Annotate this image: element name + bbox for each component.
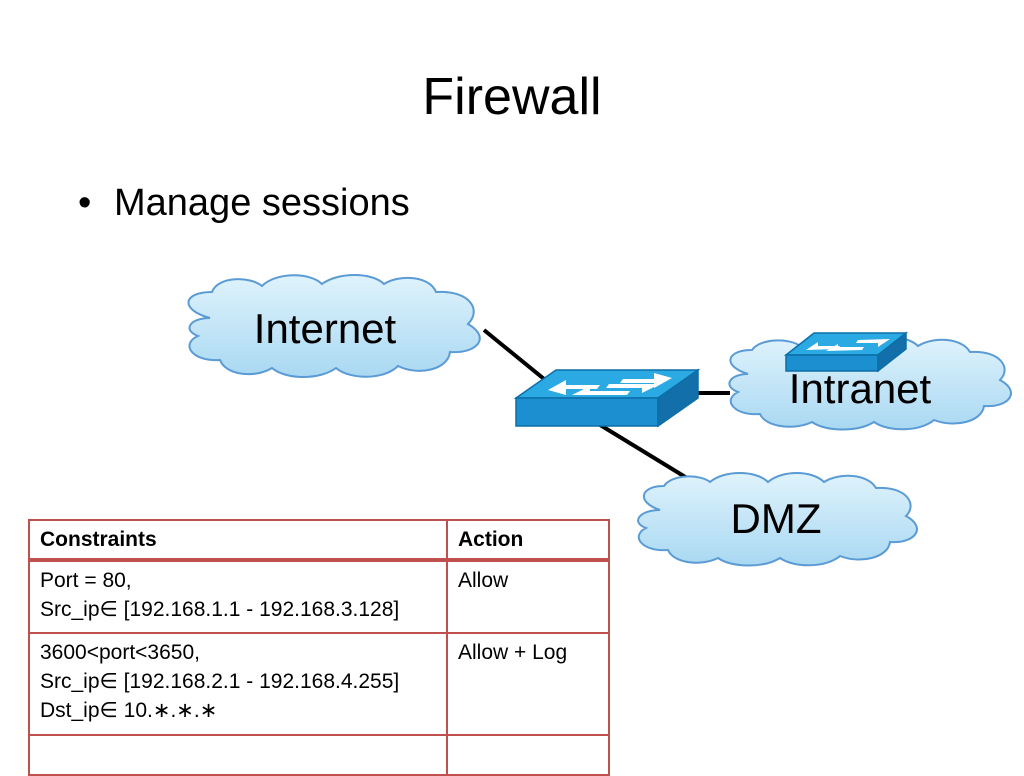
action-cell <box>446 734 610 776</box>
table-row: 3600<port<3650, Src_ip∈ [192.168.2.1 - 1… <box>28 632 610 736</box>
dmz-label: DMZ <box>731 495 822 542</box>
constraints-cell <box>28 734 448 776</box>
bullet-text: Manage sessions <box>114 182 410 224</box>
firewall-switch-icon <box>513 368 701 428</box>
bullet-dot: • <box>78 182 92 224</box>
constraint-line: Src_ip∈ [192.168.2.1 - 192.168.4.255] <box>40 670 400 693</box>
constraints-cell: Port = 80, Src_ip∈ [192.168.1.1 - 192.16… <box>28 559 448 634</box>
intranet-label: Intranet <box>789 365 932 412</box>
internet-label: Internet <box>254 305 397 352</box>
dmz-cloud: DMZ <box>637 472 918 567</box>
action-cell: Allow + Log <box>446 632 610 736</box>
slide-title: Firewall <box>422 68 602 126</box>
action-cell: Allow <box>446 559 610 634</box>
constraint-line: Src_ip∈ [192.168.1.1 - 192.168.3.128] <box>40 598 400 621</box>
bullet-item: • Manage sessions <box>78 178 410 228</box>
constraint-line: 3600<port<3650, <box>40 641 200 664</box>
constraints-cell: 3600<port<3650, Src_ip∈ [192.168.2.1 - 1… <box>28 632 448 736</box>
intranet-switch-icon <box>783 331 909 373</box>
table-row <box>28 734 610 776</box>
link-firewall-dmz <box>590 418 702 488</box>
internet-cloud: Internet <box>187 274 481 378</box>
constraint-line: Dst_ip∈ 10.∗.∗.∗ <box>40 699 218 722</box>
header-constraints: Constraints <box>28 519 448 562</box>
constraint-line: Port = 80, <box>40 569 132 592</box>
firewall-rules-table: Constraints Action Port = 80, Src_ip∈ [1… <box>28 519 610 776</box>
table-header-row: Constraints Action <box>28 519 610 562</box>
header-action: Action <box>446 519 610 562</box>
table-row: Port = 80, Src_ip∈ [192.168.1.1 - 192.16… <box>28 559 610 634</box>
